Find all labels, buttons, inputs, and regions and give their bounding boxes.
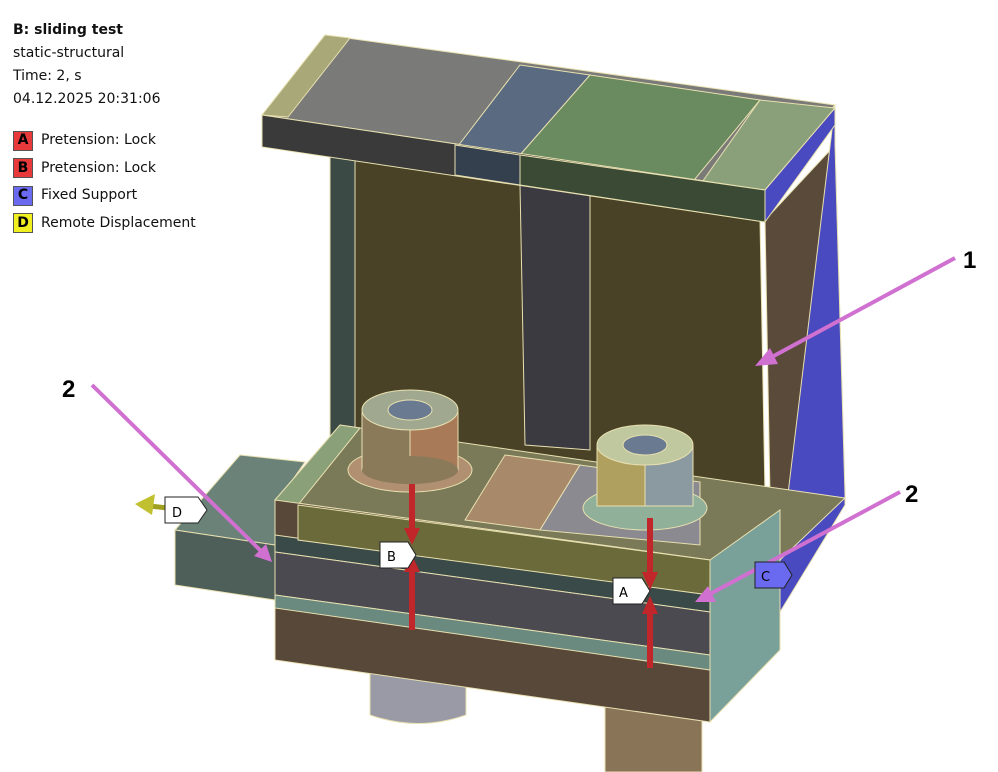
legend-badge: B: [13, 158, 33, 179]
legend-badge: A: [13, 130, 33, 151]
pretension-arrow-a-down: [647, 518, 653, 574]
legend-label: Pretension: Lock: [41, 132, 156, 149]
top-beam-front-blue: [454, 144, 521, 186]
callout-label-2-left: 2: [62, 376, 76, 403]
legend-label: Pretension: Lock: [41, 159, 156, 176]
analysis-title: B: sliding test: [13, 22, 123, 38]
callout-arrow-2-right: [709, 490, 901, 596]
annotation-arrows: [90, 256, 956, 602]
legend-label: Remote Displacement: [41, 214, 196, 231]
back-plate-left-edge: [329, 118, 356, 441]
svg-text:A: A: [619, 586, 628, 601]
analysis-time: Time: 2, s: [13, 68, 82, 84]
pretension-arrows: [404, 484, 658, 668]
back-plate-mid-strip: [519, 184, 591, 451]
analysis-timestamp: 04.12.2025 20:31:06: [13, 91, 161, 107]
callout-arrow-1: [769, 256, 956, 360]
bolt-head-right: [582, 424, 708, 531]
marker-b[interactable]: B: [379, 541, 417, 569]
legend-label: Fixed Support: [41, 187, 138, 204]
legend-item-a[interactable]: A Pretension: Lock: [13, 127, 196, 155]
svg-text:D: D: [172, 506, 182, 521]
pretension-arrow-b-up: [409, 570, 415, 630]
pretension-arrow-a-up: [647, 612, 653, 668]
top-beam-top-left: [261, 34, 351, 118]
top-beam-right: [764, 106, 836, 224]
legend-item-c[interactable]: C Fixed Support: [13, 182, 196, 210]
svg-text:B: B: [387, 550, 396, 565]
callout-label-2-right: 2: [905, 481, 919, 508]
analysis-type: static-structural: [13, 45, 125, 61]
callout-arrow-2-left: [90, 383, 264, 554]
3d-model: [174, 34, 847, 772]
svg-text:C: C: [761, 570, 770, 585]
legend-item-b[interactable]: B Pretension: Lock: [13, 155, 196, 183]
legend-badge: D: [13, 213, 33, 234]
callout-label-1: 1: [963, 247, 977, 274]
legend-item-d[interactable]: D Remote Displacement: [13, 210, 196, 238]
marker-d[interactable]: D: [164, 496, 208, 524]
marker-a[interactable]: A: [612, 577, 651, 605]
pretension-arrow-b-down: [409, 484, 415, 530]
legend-badge: C: [13, 185, 33, 206]
marker-c[interactable]: C: [754, 561, 793, 589]
bolt-head-left: [347, 389, 473, 493]
legend-panel: B: sliding test static-structural Time: …: [13, 19, 196, 237]
